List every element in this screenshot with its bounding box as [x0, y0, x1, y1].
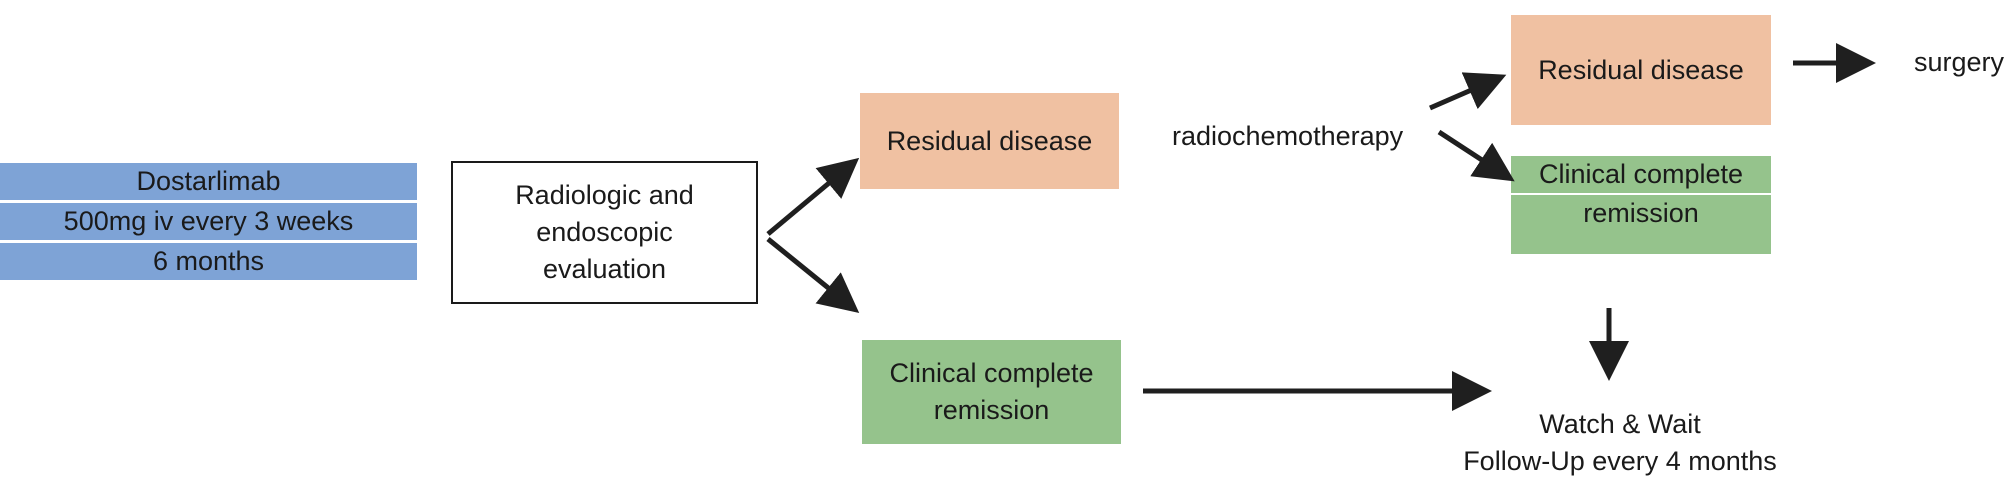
- arrow-therapy-to-residual: [1429, 72, 1507, 111]
- radiochemotherapy-label: radiochemotherapy: [1172, 121, 1404, 151]
- evaluation-line-2: endoscopic: [536, 217, 673, 247]
- watch-wait-label: Watch & Wait: [1539, 409, 1701, 439]
- residual-disease-box-first: Residual disease: [860, 93, 1119, 189]
- treatment-dose: 500mg iv every 3 weeks: [0, 203, 417, 240]
- complete-remission-box-second: Clinical complete remission: [1511, 156, 1771, 254]
- complete-remission-line-2-first: remission: [933, 395, 1050, 425]
- arrow-therapy-to-complete: [1437, 129, 1515, 182]
- complete-remission-line-2-second: remission: [1511, 195, 1771, 254]
- residual-disease-label-second: Residual disease: [1538, 54, 1744, 85]
- evaluation-line-1: Radiologic and: [515, 180, 694, 210]
- evaluation-box: Radiologic and endoscopic evaluation: [451, 161, 758, 304]
- arrow-eval-to-residual: [766, 157, 860, 236]
- evaluation-line-3: evaluation: [542, 254, 667, 284]
- arrow-eval-to-complete: [766, 237, 860, 314]
- follow-up-label: Follow-Up every 4 months: [1463, 446, 1777, 476]
- surgery-label: surgery: [1914, 47, 2005, 77]
- treatment-box: Dostarlimab 500mg iv every 3 weeks 6 mon…: [0, 163, 417, 283]
- complete-remission-box-first: Clinical complete remission: [862, 340, 1121, 444]
- treatment-drug-name: Dostarlimab: [0, 163, 417, 200]
- complete-remission-line-1-second: Clinical complete: [1511, 156, 1771, 193]
- treatment-duration: 6 months: [0, 243, 417, 280]
- residual-disease-label-first: Residual disease: [886, 125, 1093, 156]
- complete-remission-line-1-first: Clinical complete: [889, 358, 1094, 388]
- residual-disease-box-second: Residual disease: [1511, 15, 1771, 125]
